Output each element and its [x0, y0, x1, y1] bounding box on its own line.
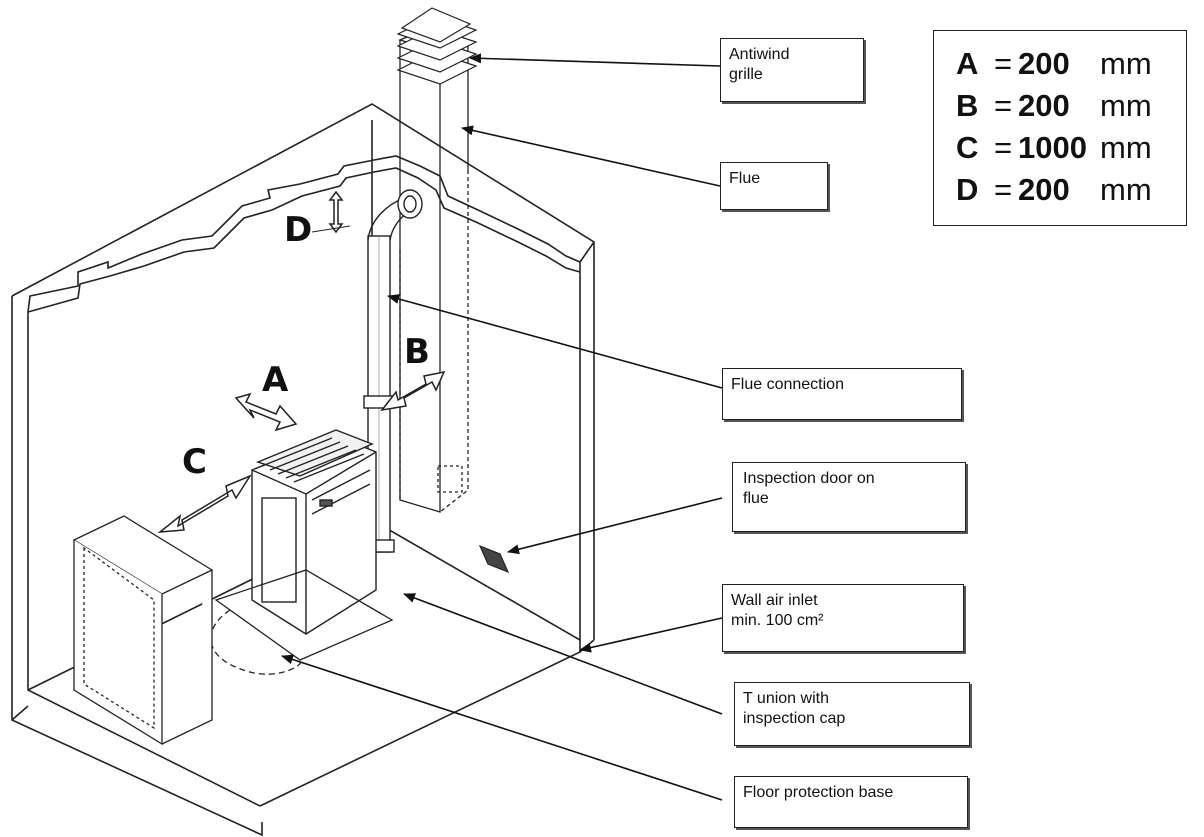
dim-equals: = — [993, 46, 1013, 81]
leader-flue — [461, 125, 721, 187]
leader-wall-air — [579, 617, 723, 653]
label-inspection-door: Inspection door on flue — [732, 462, 966, 532]
leader-flue-connection — [387, 294, 723, 389]
floor-base — [210, 569, 394, 675]
dim-value: 1000 — [1018, 130, 1087, 165]
label-t-union-text: T union with inspection cap — [743, 690, 846, 727]
dim-equals: = — [993, 172, 1013, 207]
chimney — [398, 27, 470, 513]
dim-unit: mm — [1100, 172, 1152, 207]
letter-c: C — [182, 442, 207, 482]
dim-equals: = — [993, 130, 1013, 165]
dim-value: 200 — [1018, 88, 1070, 123]
label-wall-air-inlet: Wall air inlet min. 100 cm² — [722, 584, 964, 652]
label-antiwind-text: Antiwind grille — [729, 46, 790, 83]
dim-unit: mm — [1100, 46, 1152, 81]
dim-unit: mm — [1100, 130, 1152, 165]
label-flue-text: Flue — [729, 170, 761, 187]
label-inspection-door-text: Inspection door on flue — [743, 470, 875, 507]
label-floor-base: Floor protection base — [734, 776, 968, 828]
dimension-row-c: C =1000 mm — [956, 127, 1186, 169]
dim-value: 200 — [1018, 172, 1070, 207]
dim-unit: mm — [1100, 88, 1152, 123]
label-t-union: T union with inspection cap — [734, 682, 970, 746]
label-floor-base-text: Floor protection base — [743, 784, 894, 801]
antiwind-grille — [396, 7, 478, 85]
label-wall-air-inlet-text: Wall air inlet min. 100 cm² — [731, 592, 824, 629]
leader-antiwind — [469, 53, 721, 67]
dim-equals: = — [993, 88, 1013, 123]
leader-inspection-door — [507, 497, 723, 555]
label-antiwind-grille: Antiwind grille — [720, 38, 864, 102]
leader-t-union — [403, 593, 723, 715]
dim-value: 200 — [1018, 46, 1070, 81]
label-flue-connection: Flue connection — [722, 368, 962, 420]
dimension-row-b: B =200 mm — [956, 85, 1186, 127]
dim-letter: A — [956, 46, 979, 81]
label-flue: Flue — [720, 162, 828, 210]
letter-d: D — [284, 210, 313, 250]
dim-letter: B — [956, 88, 979, 123]
letter-b: B — [404, 332, 430, 372]
dimension-row-d: D =200 mm — [956, 169, 1186, 211]
dim-letter: D — [956, 172, 979, 207]
inspection-door — [478, 544, 510, 574]
furniture-cabinet — [72, 515, 214, 746]
leader-lines — [281, 53, 723, 801]
label-flue-connection-text: Flue connection — [731, 376, 844, 393]
pellet-stove — [251, 429, 377, 635]
dimension-row-a: A =200 mm — [956, 43, 1186, 85]
leader-floor-base — [281, 654, 723, 801]
dimension-arrows — [157, 190, 446, 533]
letter-a: A — [262, 360, 289, 400]
dim-letter: C — [956, 130, 979, 165]
